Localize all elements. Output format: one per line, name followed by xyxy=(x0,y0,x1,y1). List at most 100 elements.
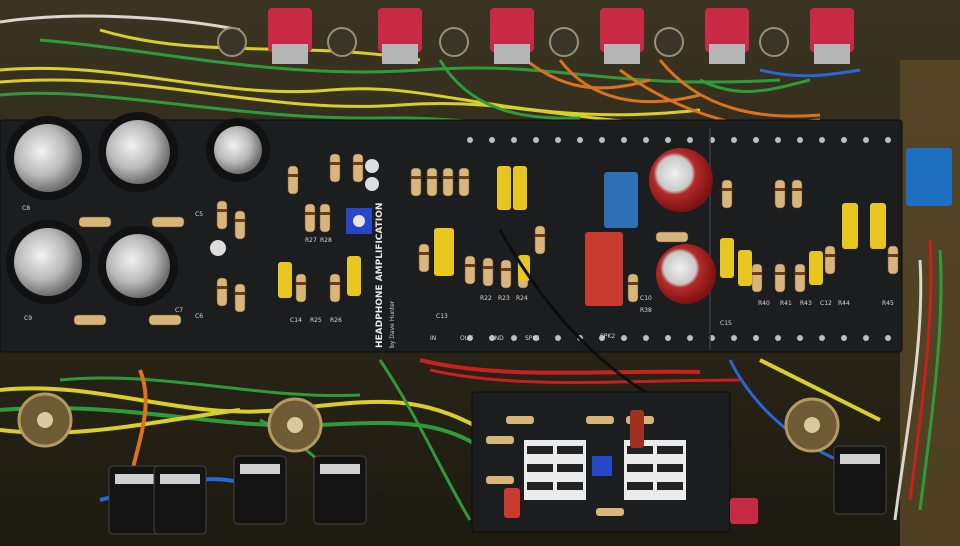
pcb-pad-top-514 xyxy=(511,137,517,143)
toggle-switch-5 xyxy=(705,8,749,52)
pcb-pad-top-866 xyxy=(863,137,869,143)
film-cap-10 xyxy=(842,203,858,249)
pcb-ref-j3: GND xyxy=(490,335,504,342)
resistor-v-2 xyxy=(329,153,341,183)
pcb-pad-top-470 xyxy=(467,137,473,143)
small-cap-1 xyxy=(210,240,226,256)
toggle-switch-1 xyxy=(268,8,312,52)
pcb-ref-r27: R27 xyxy=(305,237,317,244)
resistor-v-band-1 xyxy=(288,174,298,177)
lower-jack-slot-3-1 xyxy=(627,446,653,454)
resistor-v-band-9 xyxy=(459,176,469,179)
pcb-pad-bottom-734 xyxy=(731,335,737,341)
resistor-v-band-12 xyxy=(217,286,227,289)
pcb-ref-c9: C9 xyxy=(24,315,32,322)
pcb-ref-c7: C7 xyxy=(175,307,183,314)
pcb-pad-bottom-514 xyxy=(511,335,517,341)
pcb-ref-r43: R43 xyxy=(800,300,812,307)
resistor-array xyxy=(73,153,899,326)
pcb-pad-top-602 xyxy=(599,137,605,143)
resistor-v-9 xyxy=(458,167,470,197)
pcb-pad-bottom-470 xyxy=(467,335,473,341)
pot-lug-ring-2 xyxy=(327,27,357,57)
resistor-v-band-28 xyxy=(825,254,835,257)
resistor-v-band-25 xyxy=(752,272,762,275)
pcb-pad-top-756 xyxy=(753,137,759,143)
pcb-ref-c15: C15 xyxy=(720,320,732,327)
toggle-switch-6-lugs xyxy=(814,44,850,64)
resistor-v-band-26 xyxy=(775,272,785,275)
pcb-ref-r23: R23 xyxy=(498,295,510,302)
resistor-v-band-6 xyxy=(411,176,421,179)
lower-jack-slot-1-2 xyxy=(527,464,553,472)
pcb-pad-bottom-800 xyxy=(797,335,803,341)
pcb-pad-bottom-756 xyxy=(753,335,759,341)
lower-jack-slot-1-3 xyxy=(527,482,553,490)
red-electrolytic-cap-top xyxy=(649,148,713,212)
pcb-pad-top-646 xyxy=(643,137,649,143)
pcb-ref-c13: C13 xyxy=(436,313,448,320)
resistor-v-band-2 xyxy=(330,162,340,165)
red-box-capacitor xyxy=(585,232,623,306)
lower-red-cap-2 xyxy=(630,410,644,448)
resistor-v-4 xyxy=(304,203,316,233)
resistor-h-1 xyxy=(78,216,112,228)
pcb-pad-bottom-558 xyxy=(555,335,561,341)
toggle-switch-4-lugs xyxy=(604,44,640,64)
lower-jack-slot-3-3 xyxy=(627,482,653,490)
resistor-v-14 xyxy=(295,273,307,303)
toggle-switch-6 xyxy=(810,8,854,52)
top-wire-6 xyxy=(99,28,421,62)
pcb-ref-r44: R44 xyxy=(838,300,850,307)
resistor-v-12 xyxy=(216,277,228,307)
lower-jack-slot-4-1 xyxy=(657,446,683,454)
pcb-pad-bottom-536 xyxy=(533,335,539,341)
audio-jack-lug-4 xyxy=(320,464,360,474)
resistor-v-15 xyxy=(329,273,341,303)
resistor-v-band-8 xyxy=(443,176,453,179)
resistor-h-2 xyxy=(151,216,185,228)
bottom-wire-3 xyxy=(59,376,361,398)
pot-lug-ring-4 xyxy=(549,27,579,57)
pcb-main-label: HEADPHONE AMPLIFICATION xyxy=(375,203,385,348)
resistor-h-5 xyxy=(655,231,689,243)
lower-jack-slot-3-2 xyxy=(627,464,653,472)
resistor-v-23 xyxy=(774,179,786,209)
resistor-v-band-23 xyxy=(775,188,785,191)
pcb-pad-bottom-646 xyxy=(643,335,649,341)
resistor-v-3 xyxy=(352,153,364,183)
film-cap-1 xyxy=(497,166,511,210)
bottom-wire-12 xyxy=(908,239,933,501)
lower-jack-slot-4-2 xyxy=(657,464,683,472)
top-wire-8 xyxy=(558,59,701,104)
film-cap-8 xyxy=(738,250,752,286)
resistor-v-5 xyxy=(319,203,331,233)
resistor-v-band-20 xyxy=(535,234,545,237)
resistor-v-11 xyxy=(234,210,246,240)
toggle-switch-2-lugs xyxy=(382,44,418,64)
lower-resistor-2 xyxy=(486,476,514,484)
pcb-pad-top-492 xyxy=(489,137,495,143)
pcb-pad-bottom-866 xyxy=(863,335,869,341)
resistor-v-band-3 xyxy=(353,162,363,165)
relay-blue xyxy=(906,148,952,206)
resistor-v-7 xyxy=(426,167,438,197)
resistor-h-3 xyxy=(73,314,107,326)
resistor-v-6 xyxy=(410,167,422,197)
toggle-switch-3 xyxy=(490,8,534,52)
small-cap-2 xyxy=(365,159,379,173)
pcb-pad-bottom-690 xyxy=(687,335,693,341)
blue-box-capacitor xyxy=(604,172,638,228)
pcb-pad-top-558 xyxy=(555,137,561,143)
resistor-v-band-22 xyxy=(722,188,732,191)
pot-lug-ring-1 xyxy=(217,27,247,57)
top-wire-13 xyxy=(759,68,861,78)
pcb-pad-top-668 xyxy=(665,137,671,143)
resistor-v-band-10 xyxy=(217,209,227,212)
resistor-v-20 xyxy=(534,225,546,255)
top-wire-10 xyxy=(699,78,811,93)
pcb-silkscreen xyxy=(467,128,891,350)
resistor-v-21 xyxy=(627,273,639,303)
small-cap-3 xyxy=(365,177,379,191)
